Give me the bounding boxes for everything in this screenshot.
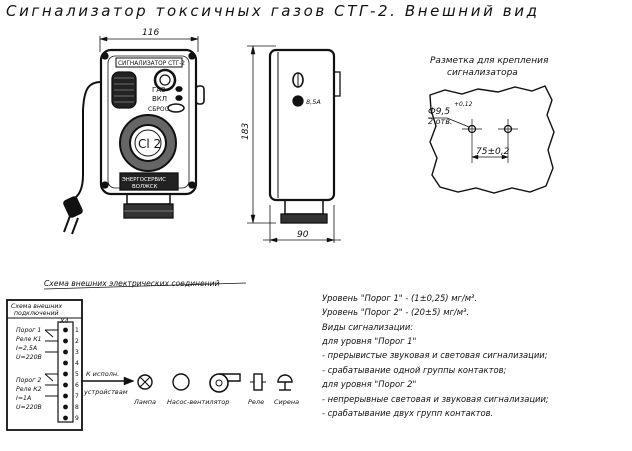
connector-label: X4 — [59, 317, 69, 325]
reset-label: СБРОС — [148, 106, 169, 113]
note-line: - непрерывные световая и звуковая сигнал… — [322, 394, 549, 404]
indicator-lamp — [153, 68, 177, 92]
sensor-label: Cl 2 — [138, 137, 161, 151]
terminal-label: 4 — [75, 360, 79, 367]
note-line: Виды сигнализации: — [322, 322, 414, 332]
side-hole-label: 8,5А — [306, 98, 321, 106]
lamp-symbol — [137, 374, 153, 390]
group2-line4: U=220В — [16, 404, 42, 411]
depth-dimension-label: 90 — [297, 230, 309, 240]
nameplate-label: СИГНАЛИЗАТОР СТГ-2 — [118, 61, 185, 67]
drawing-title: Сигнализатор токсичных газов СТГ-2. Внеш… — [6, 2, 540, 20]
terminal-label: 2 — [75, 338, 79, 345]
schema-title: Схема внешних электрических соединений — [44, 279, 220, 288]
note-line: Уровень "Порог 2" - (20±5) мг/м³. — [322, 307, 470, 317]
front-view — [63, 36, 205, 235]
nameplate — [115, 57, 183, 68]
box-title-1: Схема внешних — [11, 303, 62, 310]
side-housing — [268, 48, 336, 202]
mounting-title-2: сигнализатора — [447, 68, 518, 78]
group1-line2: Реле К1 — [16, 336, 42, 343]
device-relay-label: Реле — [248, 398, 264, 406]
mounting-layout — [428, 85, 555, 194]
power-cable — [71, 81, 102, 201]
gas-label: ГАЗ — [152, 86, 166, 94]
group1-line4: U=220В — [16, 354, 42, 361]
arrow-label-1: К исполн. — [86, 370, 119, 378]
side-view — [247, 45, 341, 243]
fan-symbol — [209, 373, 229, 393]
note-line: для уровня "Порог 1" — [322, 336, 417, 346]
reset-button — [167, 103, 185, 113]
on-label: ВКЛ — [152, 95, 167, 103]
height-dimension-label: 183 — [241, 123, 251, 140]
wiring-schema — [6, 282, 293, 431]
bottom-plate-label2: ВОЛЖСК — [132, 184, 158, 190]
terminal-label: 9 — [75, 415, 79, 422]
power-plug — [63, 196, 83, 218]
note-line: Уровень "Порог 1" - (1±0,25) мг/м³. — [322, 293, 478, 303]
note-line: - прерывистые звуковая и световая сигнал… — [322, 350, 548, 360]
note-line: - срабатывание двух групп контактов. — [322, 408, 494, 418]
group2-line2: Реле К2 — [16, 386, 42, 393]
group2-line1: Порог 2 — [16, 377, 41, 384]
hole-spacing-label: 75±0,2 — [476, 147, 510, 157]
mounting-outline — [429, 85, 555, 194]
device-lamp-label: Лампа — [133, 398, 156, 406]
note-line: для уровня "Порог 2" — [322, 379, 417, 389]
holes-count-label: 2 отв. — [428, 117, 452, 126]
group1-line3: I=2,5А — [16, 345, 37, 352]
relay-symbol — [253, 373, 263, 391]
terminal-label: 5 — [75, 371, 79, 378]
width-dimension-label: 116 — [142, 28, 159, 38]
siren-symbol — [277, 374, 293, 383]
bottom-plate-label: ЭНЕРГОСЕРВИС — [122, 177, 166, 183]
terminal-label: 6 — [75, 382, 79, 389]
group1-line1: Порог 1 — [16, 327, 41, 334]
terminal-label: 7 — [75, 393, 79, 400]
hole-tolerance-label: +0,12 — [454, 101, 473, 108]
cable-gland — [126, 193, 171, 205]
side-hole — [292, 95, 304, 107]
group2-line3: I=1А — [16, 395, 31, 402]
box-title-2: подключений — [14, 310, 59, 317]
device-pump-label: Насос-вентилятор — [167, 398, 229, 406]
hole-diameter-label: Ф9,5 — [428, 107, 450, 117]
note-line: - срабатывание одной группы контактов; — [322, 365, 507, 375]
device-siren-label: Сирена — [274, 398, 299, 406]
terminal-label: 8 — [75, 404, 79, 411]
pump-symbol — [172, 373, 190, 391]
terminal-label: 3 — [75, 349, 79, 356]
terminal-label: 1 — [75, 327, 79, 334]
bottom-plate — [119, 172, 179, 191]
gas-indicator — [175, 86, 183, 92]
mounting-title-1: Разметка для крепления — [430, 56, 549, 66]
terminal-box — [6, 299, 83, 431]
on-indicator — [175, 95, 183, 101]
arrow-label-2: устройствам — [83, 388, 128, 396]
